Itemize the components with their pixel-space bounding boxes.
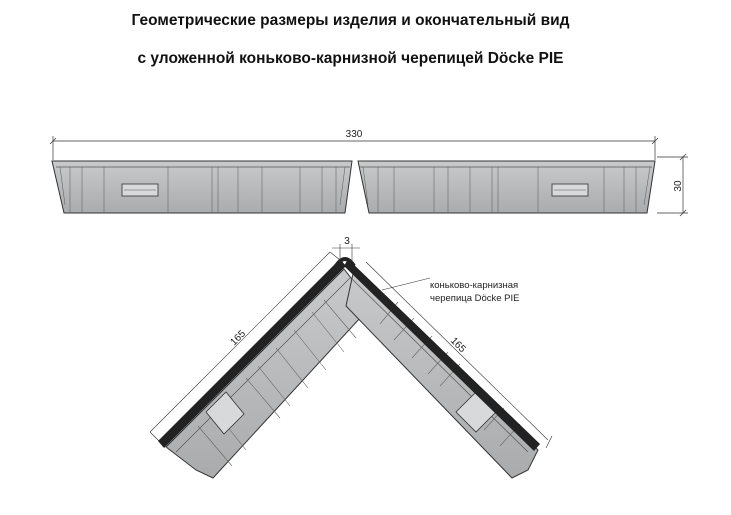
annotation-line-2: черепица Döcke PIE	[430, 293, 520, 304]
title-line-2: с уложенной коньково-карнизной черепицей…	[137, 50, 564, 67]
height-label: 30	[673, 180, 684, 192]
annotation-line-1: коньково-карнизная	[430, 280, 518, 291]
left-leg-label: 165	[228, 328, 248, 348]
length-dimension: 330	[49, 129, 659, 160]
left-slope	[158, 259, 373, 479]
ridge-apex	[334, 257, 356, 268]
ridge-tile-right	[344, 259, 540, 451]
tile-annotation: коньково-карнизная черепица Döcke PIE	[381, 277, 520, 304]
ridge-view: 3 165 165 коньково-карнизная черепица Dö…	[149, 236, 553, 479]
ridge-tile-left	[158, 259, 346, 448]
length-label: 330	[346, 129, 363, 140]
left-panel	[51, 160, 353, 214]
right-leg-label: 165	[448, 335, 468, 355]
height-dimension: 30	[657, 153, 688, 217]
leader-line	[381, 277, 431, 291]
title-line-1: Геометрические размеры изделия и окончат…	[131, 12, 570, 29]
flat-view: 330	[49, 129, 688, 217]
right-slope	[344, 259, 540, 479]
thickness-dimension: 3	[332, 236, 360, 262]
thickness-label: 3	[344, 236, 350, 247]
right-panel	[357, 160, 656, 214]
clip-slot	[205, 391, 245, 435]
